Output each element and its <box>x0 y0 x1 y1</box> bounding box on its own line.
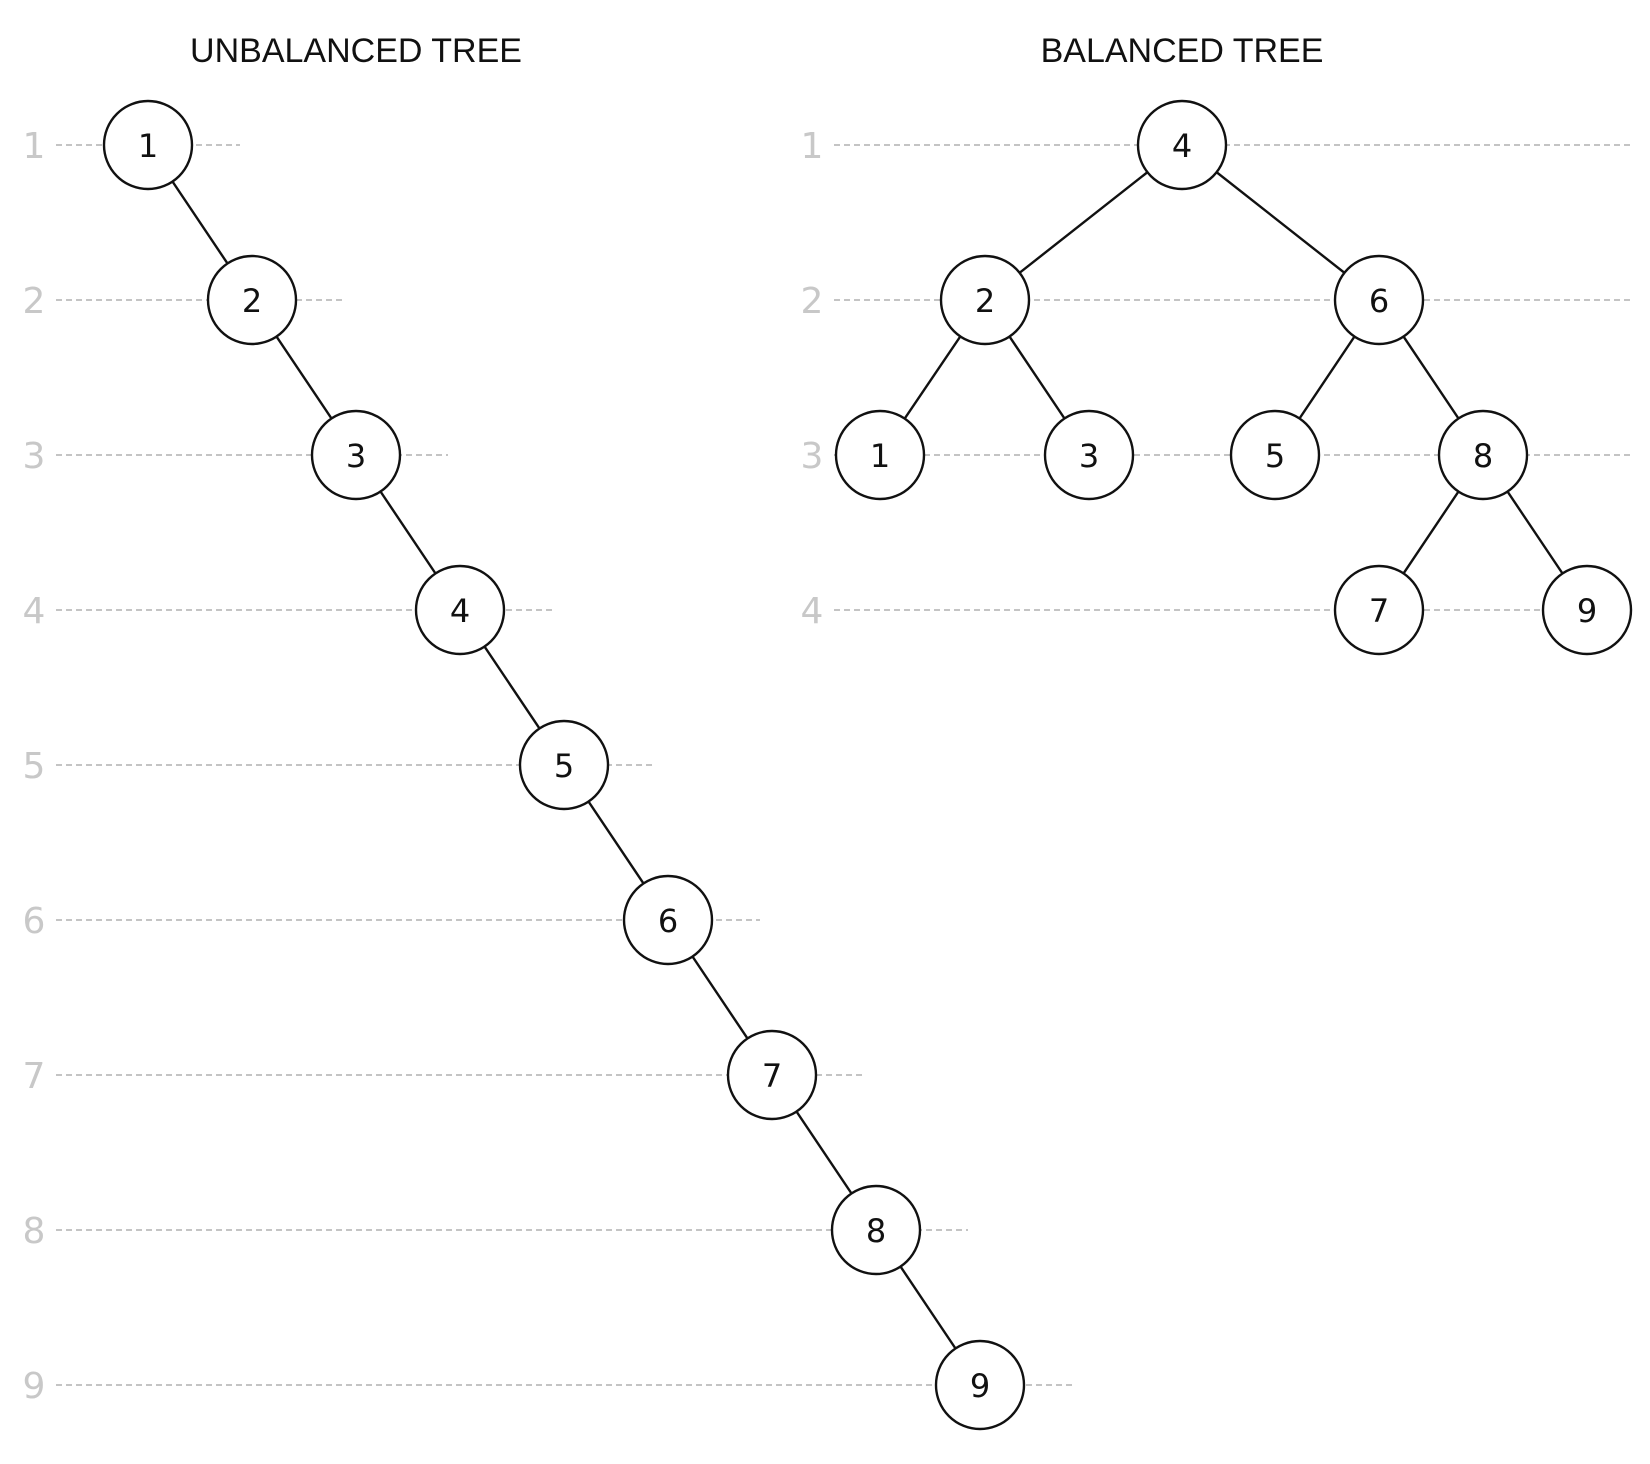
unbalanced-level-label-8: 8 <box>23 1211 46 1252</box>
unbalanced-node-1: 1 <box>102 99 194 191</box>
unbalanced-level-label-6: 6 <box>23 901 46 942</box>
unbalanced-node-label-1: 1 <box>138 127 158 165</box>
unbalanced-level-label-3: 3 <box>23 436 46 477</box>
unbalanced-level-label-4: 4 <box>23 591 46 632</box>
unbalanced-node-circle-6 <box>622 874 714 966</box>
unbalanced-level-label-5: 5 <box>23 746 46 787</box>
unbalanced-level-label-9: 9 <box>23 1366 46 1407</box>
balanced-node-circle-5 <box>1229 409 1321 501</box>
balanced-node-1: 1 <box>834 409 926 501</box>
unbalanced-level-label-2: 2 <box>23 281 46 322</box>
balanced-node-circle-3 <box>1043 409 1135 501</box>
balanced-node-9: 9 <box>1541 564 1633 656</box>
unbalanced-node-circle-8 <box>830 1184 922 1276</box>
balanced-node-circle-4 <box>1136 99 1228 191</box>
unbalanced-node-8: 8 <box>830 1184 922 1276</box>
unbalanced-node-label-9: 9 <box>970 1367 990 1405</box>
unbalanced-level-label-1: 1 <box>23 126 46 167</box>
balanced-node-label-9: 9 <box>1577 592 1597 630</box>
balanced-node-3: 3 <box>1043 409 1135 501</box>
unbalanced-node-label-6: 6 <box>658 902 678 940</box>
unbalanced-tree: 1 2 3 4 5 6 7 8 9 1 2 3 4 5 6 7 8 9 <box>23 99 1072 1431</box>
balanced-node-circle-6 <box>1333 254 1425 346</box>
balanced-level-label-1: 1 <box>801 126 824 167</box>
unbalanced-node-label-8: 8 <box>866 1212 886 1250</box>
balanced-node-label-8: 8 <box>1473 437 1493 475</box>
unbalanced-tree-title: UNBALANCED TREE <box>190 32 522 70</box>
balanced-level-label-4: 4 <box>801 591 824 632</box>
balanced-node-label-6: 6 <box>1369 282 1389 320</box>
unbalanced-node-4: 4 <box>414 564 506 656</box>
unbalanced-node-7: 7 <box>726 1029 818 1121</box>
balanced-node-circle-7 <box>1333 564 1425 656</box>
balanced-node-2: 2 <box>939 254 1031 346</box>
balanced-node-8: 8 <box>1437 409 1529 501</box>
balanced-level-label-2: 2 <box>801 281 824 322</box>
unbalanced-node-circle-2 <box>206 254 298 346</box>
balanced-node-4: 4 <box>1136 99 1228 191</box>
balanced-tree-title: BALANCED TREE <box>1041 32 1324 70</box>
unbalanced-node-3: 3 <box>310 409 402 501</box>
unbalanced-node-label-7: 7 <box>762 1057 782 1095</box>
balanced-node-6: 6 <box>1333 254 1425 346</box>
unbalanced-node-label-5: 5 <box>554 747 574 785</box>
unbalanced-node-circle-3 <box>310 409 402 501</box>
unbalanced-node-6: 6 <box>622 874 714 966</box>
balanced-node-label-7: 7 <box>1369 592 1389 630</box>
unbalanced-node-circle-9 <box>934 1339 1026 1431</box>
balanced-node-circle-9 <box>1541 564 1633 656</box>
balanced-node-label-5: 5 <box>1265 437 1285 475</box>
unbalanced-node-circle-5 <box>518 719 610 811</box>
unbalanced-node-circle-7 <box>726 1029 818 1121</box>
unbalanced-node-label-4: 4 <box>450 592 470 630</box>
balanced-node-circle-8 <box>1437 409 1529 501</box>
unbalanced-node-label-3: 3 <box>346 437 366 475</box>
balanced-level-label-3: 3 <box>801 436 824 477</box>
balanced-node-label-2: 2 <box>975 282 995 320</box>
balanced-tree: 1 2 3 4 4 2 6 1 3 5 8 7 9 <box>801 99 1633 656</box>
unbalanced-node-9: 9 <box>934 1339 1026 1431</box>
unbalanced-level-label-7: 7 <box>23 1056 46 1097</box>
balanced-node-7: 7 <box>1333 564 1425 656</box>
balanced-node-label-3: 3 <box>1079 437 1099 475</box>
unbalanced-node-circle-1 <box>102 99 194 191</box>
balanced-node-label-4: 4 <box>1172 127 1192 165</box>
balanced-node-circle-1 <box>834 409 926 501</box>
balanced-node-5: 5 <box>1229 409 1321 501</box>
balanced-node-circle-2 <box>939 254 1031 346</box>
balanced-node-label-1: 1 <box>870 437 890 475</box>
unbalanced-node-label-2: 2 <box>242 282 262 320</box>
unbalanced-node-5: 5 <box>518 719 610 811</box>
unbalanced-node-circle-4 <box>414 564 506 656</box>
unbalanced-node-2: 2 <box>206 254 298 346</box>
